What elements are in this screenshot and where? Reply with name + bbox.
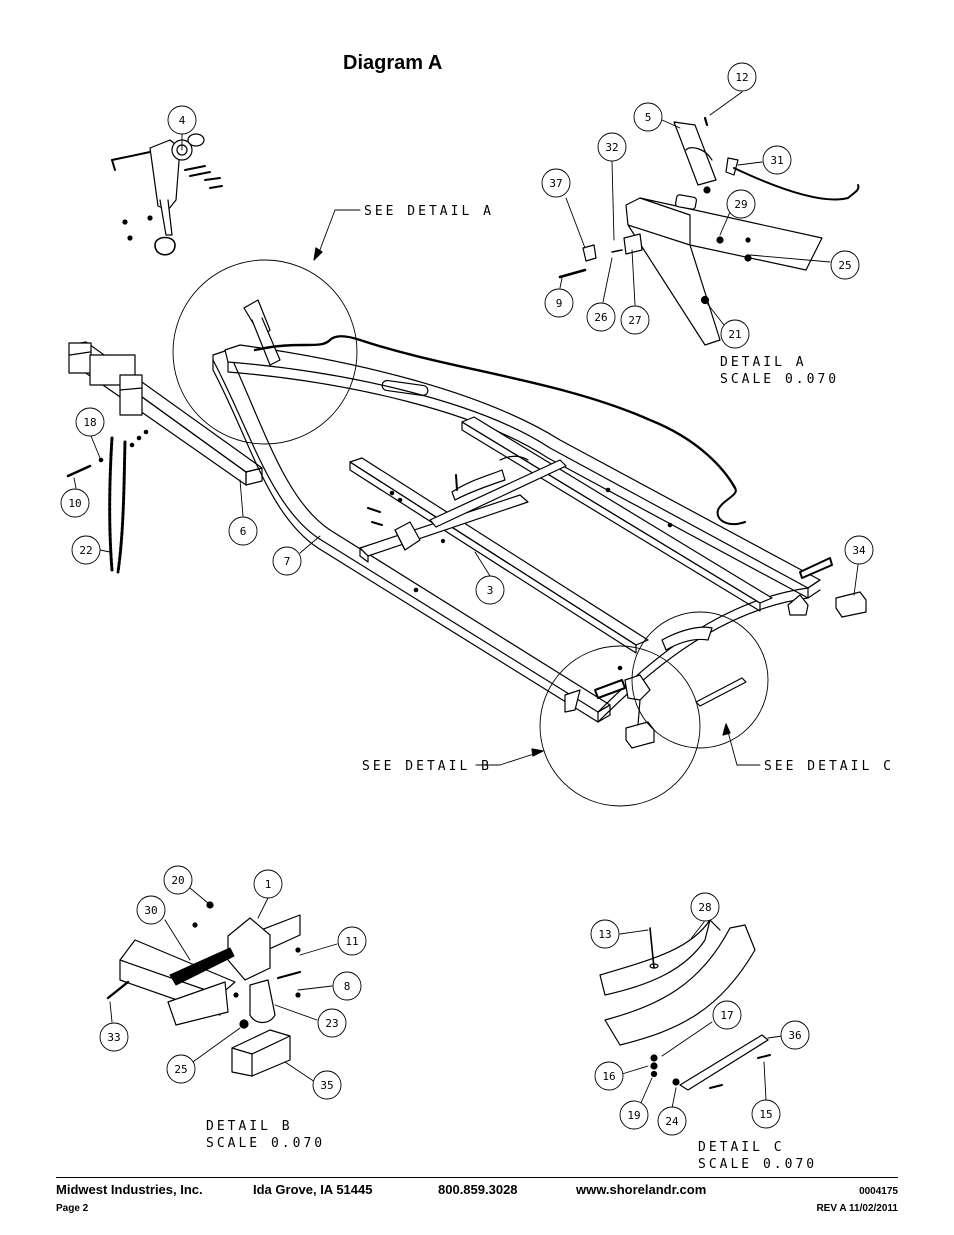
detail-c-drawing — [599, 919, 771, 1091]
footer-city: Ida Grove, IA 51445 — [253, 1182, 373, 1197]
detail-b-label: DETAIL B — [206, 1119, 293, 1134]
trailer-frame-drawing — [66, 209, 867, 807]
part-number-31: 31 — [770, 154, 783, 167]
detail-a-label: DETAIL A — [720, 355, 807, 370]
part-number-11: 11 — [345, 935, 358, 948]
footer-rule — [56, 1177, 898, 1178]
part-number-1: 1 — [265, 878, 272, 891]
part-number-28: 28 — [698, 901, 711, 914]
part-number-8: 8 — [344, 980, 351, 993]
part-number-32: 32 — [605, 141, 618, 154]
part-number-10: 10 — [68, 497, 81, 510]
part-number-6: 6 — [240, 525, 247, 538]
part-number-4: 4 — [179, 114, 186, 127]
detail-a-scale: SCALE 0.070 — [720, 372, 839, 387]
part-number-33: 33 — [107, 1031, 120, 1044]
part-number-20: 20 — [171, 874, 184, 887]
part-number-24: 24 — [665, 1115, 679, 1128]
part-number-17: 17 — [720, 1009, 733, 1022]
part-number-7: 7 — [284, 555, 291, 568]
part-number-labels: 4 12 5 32 31 37 29 25 9 26 27 21 18 10 22 6 7 3 34 20 1 30 11 8… — [68, 71, 866, 1128]
footer-website[interactable]: www.shorelandr.com — [576, 1182, 707, 1197]
part-number-26: 26 — [594, 311, 607, 324]
footer-doc-number: 0004175 — [859, 1186, 898, 1197]
winch-assembly-drawing — [111, 133, 223, 256]
part-number-35: 35 — [320, 1079, 333, 1092]
part-number-22: 22 — [79, 544, 92, 557]
detail-c-scale: SCALE 0.070 — [698, 1157, 817, 1172]
footer-company: Midwest Industries, Inc. — [56, 1182, 203, 1197]
detail-b-scale: SCALE 0.070 — [206, 1136, 325, 1151]
part-number-25: 25 — [174, 1063, 187, 1076]
see-detail-a-text: SEE DETAIL A — [364, 204, 494, 219]
part-number-36: 36 — [788, 1029, 801, 1042]
detail-b-drawing — [106, 901, 302, 1077]
part-number-16: 16 — [602, 1070, 615, 1083]
part-number-23: 23 — [325, 1017, 338, 1030]
part-number-25: 25 — [838, 259, 851, 272]
part-number-30: 30 — [144, 904, 157, 917]
part-number-3: 3 — [487, 584, 494, 597]
part-number-29: 29 — [734, 198, 747, 211]
diagram-title: Diagram A — [343, 52, 443, 74]
see-detail-b-text: SEE DETAIL B — [362, 759, 492, 774]
part-number-34: 34 — [852, 544, 866, 557]
detail-a-drawing — [558, 116, 860, 346]
part-number-15: 15 — [759, 1108, 772, 1121]
footer-page: Page 2 — [56, 1203, 89, 1214]
part-number-9: 9 — [556, 297, 563, 310]
part-number-18: 18 — [83, 416, 96, 429]
footer-phone: 800.859.3028 — [438, 1182, 518, 1197]
part-number-13: 13 — [598, 928, 611, 941]
part-number-27: 27 — [628, 314, 641, 327]
part-number-21: 21 — [728, 328, 741, 341]
part-number-19: 19 — [627, 1109, 640, 1122]
see-detail-c-text: SEE DETAIL C — [764, 759, 894, 774]
part-bubbles — [60, 62, 874, 1136]
part-number-5: 5 — [645, 111, 652, 124]
part-number-37: 37 — [549, 177, 562, 190]
part-number-12: 12 — [735, 71, 748, 84]
footer-revision: REV A 11/02/2011 — [816, 1203, 898, 1214]
detail-c-label: DETAIL C — [698, 1140, 785, 1155]
